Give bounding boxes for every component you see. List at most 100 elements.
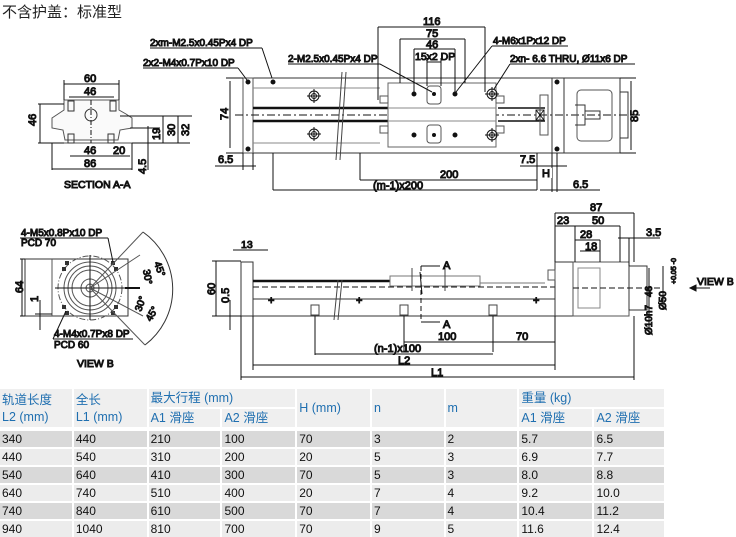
svg-text:+: + xyxy=(356,295,362,307)
header-n: n xyxy=(372,389,446,427)
angle-30-bottom: 30° xyxy=(133,295,149,313)
dim-19: 19 xyxy=(151,128,163,140)
dim-46-top: 46 xyxy=(84,86,96,98)
header-stroke: 最大行程 (mm) xyxy=(148,389,298,407)
dim-n-1-x100: (n-1)x100 xyxy=(374,343,421,355)
callout-end-holes: 2x2-M4x0.7Px10 DP xyxy=(143,58,235,69)
header-weight-a1: A1 滑座 xyxy=(519,407,595,427)
technical-drawing: 60 46 46 46 20 86 19 30 32 4.5 SECTION A… xyxy=(14,16,734,380)
cell-a1: 810 xyxy=(148,519,223,537)
cell-a2: 200 xyxy=(222,447,298,465)
mount-hole-icon xyxy=(307,87,499,142)
dim-4-5: 4.5 xyxy=(137,159,149,174)
view-b-label: VIEW B xyxy=(77,358,114,370)
cell-m: 3 xyxy=(445,465,520,483)
section-a-a: 60 46 46 46 20 86 19 30 32 4.5 SECTION A… xyxy=(27,73,193,192)
dim-50-dia: Ø50 xyxy=(658,291,669,310)
cell-a2: 700 xyxy=(222,519,298,537)
dim-100: 100 xyxy=(438,331,456,343)
cell-l2: 640 xyxy=(0,483,74,501)
cell-l2: 340 xyxy=(0,427,74,447)
angle-30-top: 30° xyxy=(140,269,153,286)
dim-74: 74 xyxy=(219,108,231,120)
dim-3-5: 3.5 xyxy=(646,227,661,239)
dim-60: 60 xyxy=(84,73,96,85)
dim-116: 116 xyxy=(423,16,441,28)
callout-rail-holes: 2xm-M2.5x0.45Px4 DP xyxy=(150,38,253,49)
dim-l1: L1 xyxy=(431,367,443,379)
cell-h: 20 xyxy=(297,447,372,465)
cell-w2: 6.5 xyxy=(594,427,666,447)
cell-w2: 11.2 xyxy=(594,501,666,519)
header-stroke-a1: A1 滑座 xyxy=(148,407,223,427)
cell-n: 5 xyxy=(372,465,446,483)
cell-a1: 310 xyxy=(148,447,223,465)
cell-w1: 9.2 xyxy=(519,483,595,501)
dim-30: 30 xyxy=(166,124,178,136)
cell-l1: 1040 xyxy=(73,519,149,537)
cell-m: 4 xyxy=(445,483,520,501)
dim-28: 28 xyxy=(580,229,592,241)
section-marker-top: A xyxy=(443,260,451,272)
cell-w2: 10.0 xyxy=(594,483,666,501)
view-b: 64 1 45° 30° 30° 45° 4-M5x0.8Px10 DP PCD… xyxy=(14,228,174,371)
dim-46-base: 46 xyxy=(84,145,96,157)
header-stroke-a2: A2 滑座 xyxy=(222,407,298,427)
cell-l2: 440 xyxy=(0,447,74,465)
cell-l1: 740 xyxy=(73,483,149,501)
section-a-a-label: SECTION A-A xyxy=(64,179,131,191)
cell-w1: 8.0 xyxy=(519,465,595,483)
side-view: + + + A A 60 0.5 13 100 70 (n-1)x100 xyxy=(206,202,734,380)
cell-w2: 8.8 xyxy=(594,465,666,483)
cell-a2: 400 xyxy=(222,483,298,501)
dim-23: 23 xyxy=(557,215,569,227)
cell-w1: 11.6 xyxy=(519,519,595,537)
cell-n: 9 xyxy=(372,519,446,537)
svg-text:+: + xyxy=(533,295,539,307)
dim-46: 46 xyxy=(426,39,438,51)
header-h: H (mm) xyxy=(297,389,372,427)
dim-l2: L2 xyxy=(398,355,410,367)
top-view: 116 75 46 15x2 DP 2xm-M2.5x0.45Px4 DP 2x… xyxy=(143,16,642,193)
dim-h: H xyxy=(542,168,550,180)
cell-m: 4 xyxy=(445,501,520,519)
cell-l1: 440 xyxy=(73,427,149,447)
dim-20: 20 xyxy=(113,145,125,157)
cell-a2: 100 xyxy=(222,427,298,447)
cell-l1: 840 xyxy=(73,501,149,519)
cell-m: 5 xyxy=(445,519,520,537)
dim-tolerance: +0.05 -0 xyxy=(671,258,678,284)
dim-shaft: Ø10h7 xyxy=(644,305,655,335)
dim-87: 87 xyxy=(590,202,602,214)
cell-h: 70 xyxy=(297,427,372,447)
cell-l2: 940 xyxy=(0,519,74,537)
cell-w2: 12.4 xyxy=(594,519,666,537)
cell-l1: 540 xyxy=(73,447,149,465)
view-b-arrow-label: VIEW B xyxy=(697,276,734,288)
cell-n: 5 xyxy=(372,447,446,465)
dim-85: 85 xyxy=(629,110,641,122)
cell-a1: 210 xyxy=(148,427,223,447)
dim-18: 18 xyxy=(585,241,597,253)
header-weight: 重量 (kg) xyxy=(519,389,666,407)
dim-60-side: 60 xyxy=(206,283,218,295)
cell-l1: 640 xyxy=(73,465,149,483)
dim-6-5-left: 6.5 xyxy=(218,154,233,166)
cell-m: 2 xyxy=(445,427,520,447)
cell-h: 70 xyxy=(297,501,372,519)
dim-64: 64 xyxy=(14,281,26,293)
dim-86: 86 xyxy=(84,158,96,170)
section-marker-bottom: A xyxy=(443,319,451,331)
dim-46-height: 46 xyxy=(27,114,39,126)
header-l2: 轨道长度 L2 (mm) xyxy=(0,389,74,427)
cell-a1: 610 xyxy=(148,501,223,519)
dim-13: 13 xyxy=(241,239,253,251)
cell-l2: 740 xyxy=(0,501,74,519)
header-l1: 全长 L1 (mm) xyxy=(73,389,149,427)
callout-slider-holes: 2-M2.5x0.45Px4 DP xyxy=(288,54,378,65)
